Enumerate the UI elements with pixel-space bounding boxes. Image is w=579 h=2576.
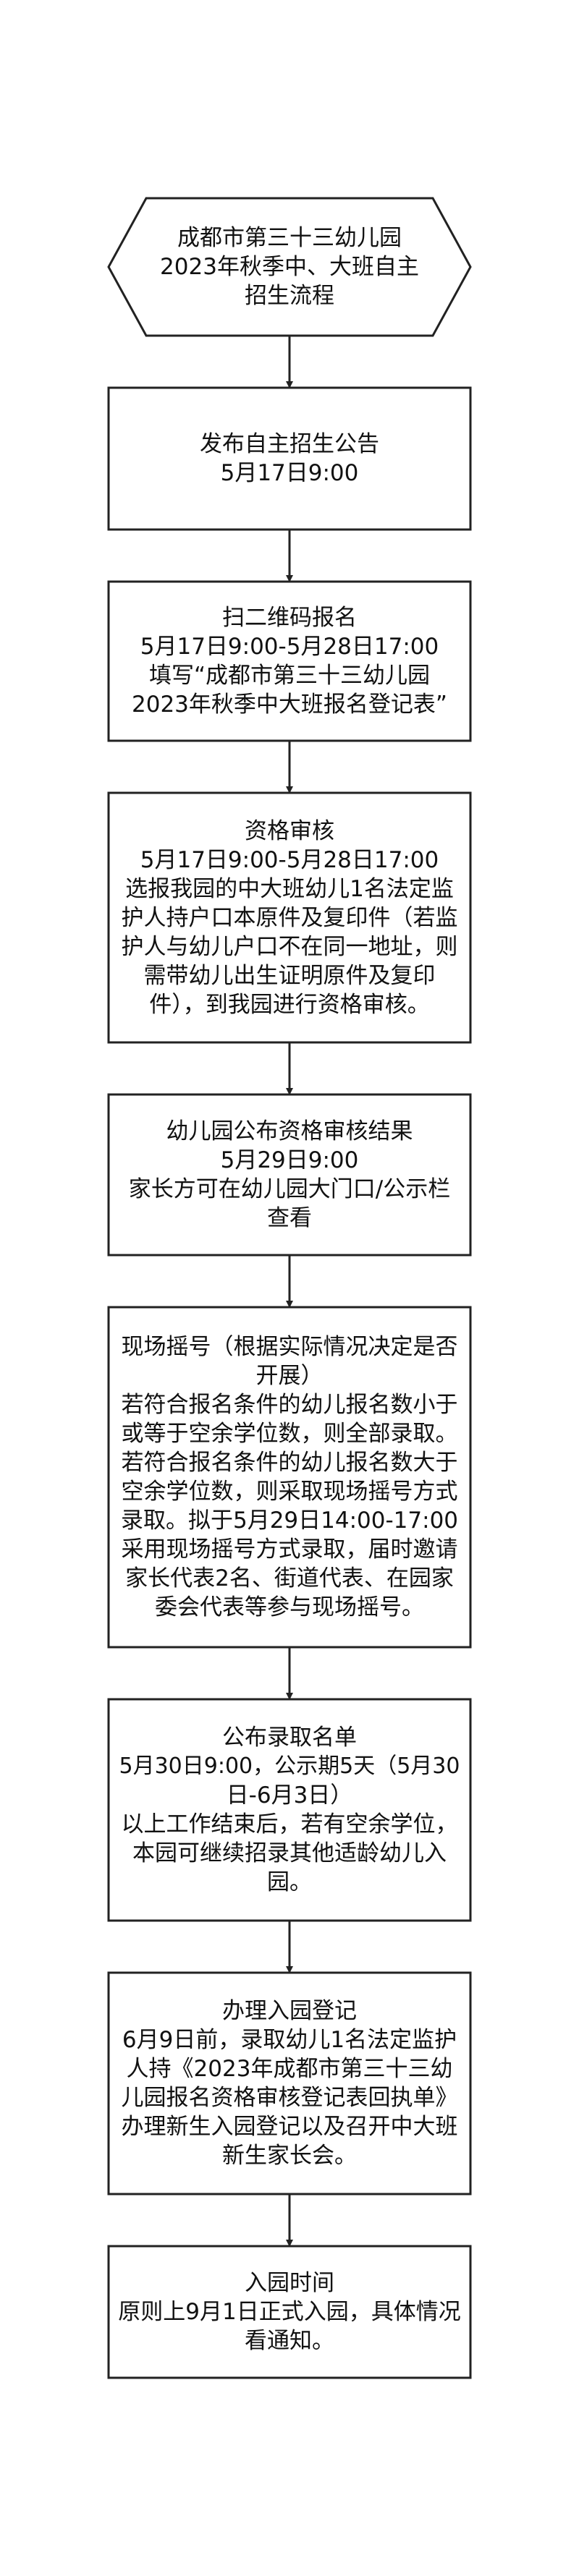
- step-text-5-line: 空余学位数，则采取现场摇号方式: [121, 1479, 458, 1505]
- step-text-6: 公布录取名单 5月30日9:00，公示期5天（5月30 日-6月3日） 以上工作结束后…: [114, 1699, 465, 1921]
- step-text-7-line: 新生家长会。: [222, 2143, 357, 2169]
- step-text-4-line: 查看: [267, 1205, 312, 1231]
- step-text-3-line: 需带幼儿出生证明原件及复印: [143, 962, 436, 989]
- step-text-5-line: 现场摇号（根据实际情况决定是否: [121, 1334, 458, 1360]
- step-text-7-line: 儿园报名资格审核登记表回执单》: [121, 2085, 458, 2111]
- start-title-line: 成都市第三十三幼儿园: [177, 225, 402, 251]
- start-hexagon: [107, 197, 472, 337]
- step-box-7: [107, 1971, 472, 2195]
- step-text-7: 办理入园登记 6月9日前，录取幼儿1名法定监护人持《2023年成都市第三十三幼儿园…: [114, 1973, 465, 2194]
- step-text-8: 入园时间原则上9月1日正式入园，具体情况看通知。: [114, 2246, 465, 2378]
- step-text-5: 现场摇号（根据实际情况决定是否开展） 若符合报名条件的幼儿报名数小于或等于空余学位…: [114, 1307, 465, 1647]
- step-text-7-line: 办理新生入园登记以及召开中大班: [121, 2114, 458, 2140]
- step-text-8-line: 原则上9月1日正式入园，具体情况: [118, 2299, 461, 2325]
- step-text-2: 扫二维码报名 5月17日9:00-5月28日17:00 填写“成都市第三十三幼儿园 2…: [114, 582, 465, 741]
- step-text-2-line: 2023年秋季中大班报名登记表”: [132, 692, 447, 718]
- step-text-3-line: 资格审核: [245, 817, 334, 844]
- step-text-4: 幼儿园公布资格审核结果 5月29日9:00 家长方可在幼儿园大门口/公示栏查看: [114, 1094, 465, 1255]
- step-text-2-line: 填写“成都市第三十三幼儿园: [148, 663, 431, 689]
- step-text-7-line: 办理入园登记: [222, 1998, 357, 2024]
- step-box-3: [107, 791, 472, 1044]
- step-text-6-line: 以上工作结束后，若有空余学位，: [121, 1811, 458, 1837]
- step-text-3-line: 件），到我园进行资格审核。: [149, 991, 430, 1018]
- start-title-line: 2023年秋季中、大班自主: [160, 254, 419, 280]
- step-text-4-line: 5月29日9:00: [220, 1147, 359, 1173]
- step-text-8-line: 入园时间: [245, 2270, 334, 2296]
- step-text-3-line: 选报我园的中大班幼儿1名法定监: [125, 875, 454, 902]
- step-box-4: [107, 1093, 472, 1257]
- step-box-5: [107, 1306, 472, 1649]
- step-text-2-line: 扫二维码报名: [222, 605, 357, 631]
- step-text-7-line: 6月9日前，录取幼儿1名法定监护: [122, 2027, 457, 2053]
- step-text-6-line: 园。: [267, 1869, 312, 1895]
- step-text-1: 发布自主招生公告 5月17日9:00: [114, 388, 465, 530]
- step-text-5-line: 若符合报名条件的幼儿报名数大于: [121, 1450, 458, 1476]
- step-box-8: [107, 2245, 472, 2379]
- step-box-1: [107, 386, 472, 531]
- step-text-4-line: 家长方可在幼儿园大门口/公示栏: [128, 1176, 451, 1202]
- step-text-5-line: 若符合报名条件的幼儿报名数小于: [121, 1392, 458, 1418]
- step-text-5-line: 开展）: [255, 1363, 324, 1389]
- step-text-8-line: 看通知。: [245, 2328, 334, 2354]
- step-text-1-line: 发布自主招生公告: [200, 431, 379, 457]
- step-box-6: [107, 1698, 472, 1922]
- step-text-6-line: 日-6月3日）: [226, 1782, 353, 1808]
- step-text-5-line: 或等于空余学位数，则全部录取。: [121, 1421, 458, 1447]
- start-title: 成都市第三十三幼儿园 2023年秋季中、大班自主招生流程: [138, 198, 441, 336]
- step-text-2-line: 5月17日9:00-5月28日17:00: [140, 634, 439, 660]
- step-text-3-line: 护人持户口本原件及复印件（若监: [121, 904, 458, 931]
- step-text-3-line: 护人与幼儿户口不在同一地址，则: [121, 933, 458, 960]
- step-text-5-line: 采用现场摇号方式录取，届时邀请: [121, 1536, 458, 1563]
- step-text-4-line: 幼儿园公布资格审核结果: [166, 1118, 413, 1144]
- step-text-6-line: 5月30日9:00，公示期5天（5月30: [119, 1754, 460, 1779]
- step-text-5-line: 录取。拟于5月29日14:00-17:00: [120, 1508, 459, 1534]
- step-text-7-line: 人持《2023年成都市第三十三幼: [126, 2056, 453, 2082]
- step-text-5-line: 委会代表等参与现场摇号。: [155, 1594, 424, 1620]
- start-title-line: 招生流程: [245, 283, 334, 309]
- step-text-5-line: 家长代表2名、街道代表、在园家: [125, 1565, 454, 1591]
- step-text-6-line: 公布录取名单: [222, 1725, 357, 1751]
- step-box-2: [107, 580, 472, 742]
- flow-nodes: [107, 197, 472, 2379]
- step-text-3-line: 5月17日9:00-5月28日17:00: [140, 846, 439, 873]
- step-text-6-line: 本园可继续招录其他适龄幼儿入: [132, 1840, 447, 1866]
- step-text-1-line: 5月17日9:00: [220, 460, 359, 486]
